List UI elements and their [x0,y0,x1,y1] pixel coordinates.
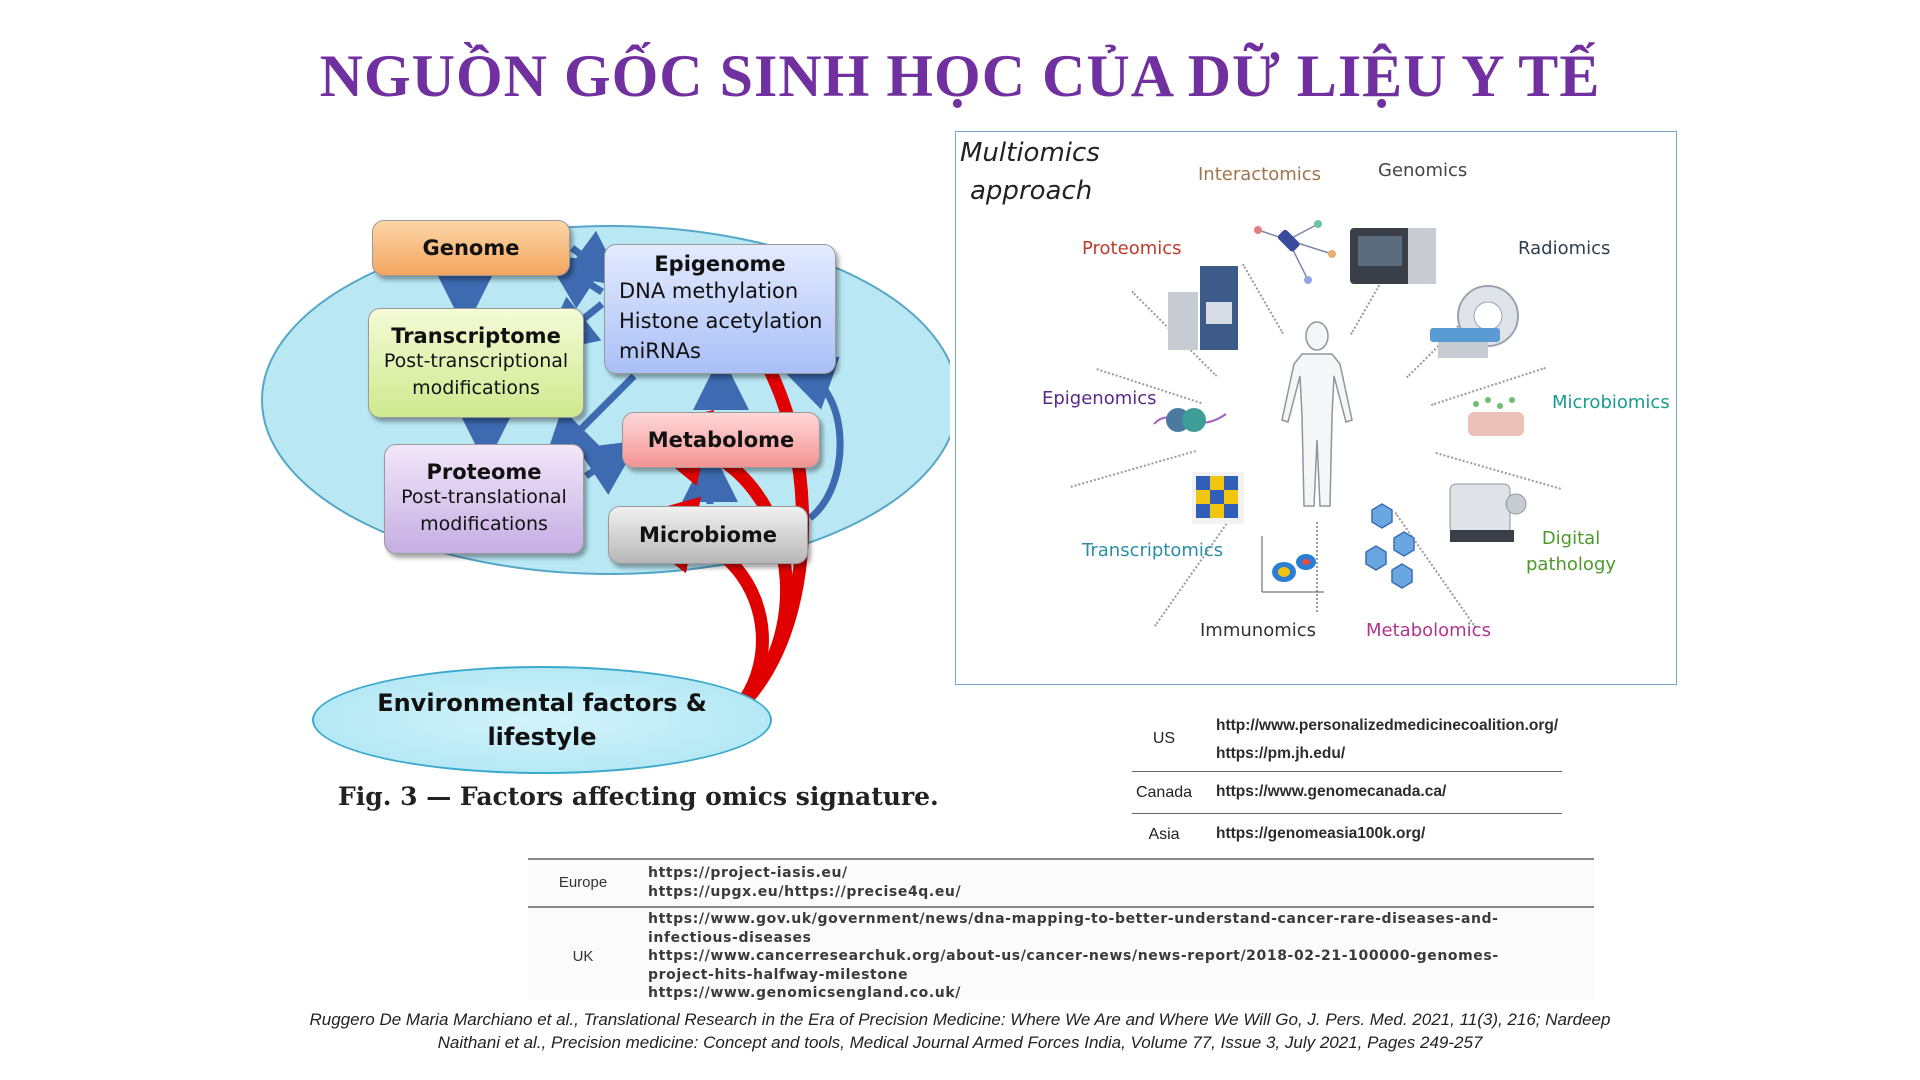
url-cell: https://project-iasis.eu/ https://upgx.e… [648,864,961,901]
label-transcriptomics: Transcriptomics [1082,540,1224,561]
table-row-divider [528,906,1594,908]
network-icon [1254,220,1336,284]
url-link[interactable]: https://pm.jh.edu/ [1216,745,1346,762]
table-top-rule [528,858,1594,860]
label-digital-pathology-line: pathology [1526,554,1617,575]
node-proteome: Proteome Post-translational modification… [384,444,584,554]
node-metabolome: Metabolome [622,412,820,468]
proteome-line: modifications [420,513,548,535]
resource-table-europe-uk: Europe https://project-iasis.eu/ https:/… [528,858,1594,1003]
table-row: Asia https://genomeasia100k.org/ [1132,814,1562,854]
heatmap-icon [1192,472,1244,524]
country-cell: US [1152,730,1176,747]
figure-caption: Fig. 3 — Factors affecting omics signatu… [338,782,939,811]
country-cell: Asia [1148,826,1180,843]
mass-spectrometer-icon [1168,266,1238,350]
url-link[interactable]: https://www.genomecanada.ca/ [1216,783,1447,800]
panel-heading-line: approach [970,176,1093,206]
citation-line: Ruggero De Maria Marchiano et al., Trans… [309,1010,1611,1029]
node-epigenome-title: Epigenome [654,252,786,276]
node-transcriptome: Transcriptome Post-transcriptional modif… [368,308,584,418]
epigenome-line: Histone acetylation [619,309,823,333]
url-link[interactable]: infectious-diseases [648,929,812,946]
country-cell: Europe [558,874,608,891]
flow-cytometry-icon [1261,536,1324,593]
epigenome-line: miRNAs [619,339,701,363]
url-link[interactable]: https://www.gov.uk/government/news/dna-m… [648,911,1499,927]
url-link[interactable]: https://upgx.eu/https://precise4q.eu/ [648,883,962,900]
citation: Ruggero De Maria Marchiano et al., Trans… [250,1008,1670,1054]
url-cell: http://www.personalizedmedicinecoalition… [1216,712,1558,768]
panel-heading-line: Multiomics [960,138,1100,168]
label-digital-pathology-line: Digital [1541,528,1601,549]
label-proteomics: Proteomics [1082,238,1182,259]
node-transcriptome-title: Transcriptome [391,324,561,348]
url-link[interactable]: https://www.cancerresearchuk.org/about-u… [648,948,1499,964]
url-cell: https://www.gov.uk/government/news/dna-m… [648,910,1499,1003]
epigenome-line: DNA methylation [619,279,799,303]
label-interactomics: Interactomics [1198,164,1322,185]
node-genome-title: Genome [422,236,520,260]
country-cell: Canada [1135,784,1193,801]
url-cell: https://genomeasia100k.org/ [1216,820,1425,848]
divider-ray [1070,450,1196,488]
url-link[interactable]: https://project-iasis.eu/ [648,865,848,881]
arrow-proteome-metabolome [577,440,640,495]
url-link[interactable]: https://www.genomicsengland.co.uk/ [648,985,961,1001]
url-cell: https://www.genomecanada.ca/ [1216,778,1446,806]
node-microbiome-title: Microbiome [638,523,778,547]
table-row: Canada https://www.genomecanada.ca/ [1132,772,1562,814]
arrow-microbiome-epigenome [777,356,844,521]
microbiome-tissue-icon [1468,397,1524,436]
proteome-line: Post-translational [401,486,567,508]
dna-histone-icon [1153,408,1227,432]
label-microbiomics: Microbiomics [1552,392,1670,413]
node-environment: Environmental factors & lifestyle [312,666,772,774]
omics-factors-diagram: Genome Epigenome DNA methylation Histone… [250,200,950,774]
label-digital-pathology: Digital pathology [1526,526,1616,578]
slide-title: NGUỒN GỐC SINH HỌC CỦA DỮ LIỆU Y TẾ [319,43,1601,109]
human-figure-icon [1281,321,1353,507]
label-radiomics: Radiomics [1518,238,1611,259]
citation-line: Naithani et al., Precision medicine: Con… [437,1033,1483,1052]
url-link[interactable]: https://genomeasia100k.org/ [1216,825,1426,842]
country-cell: UK [572,948,594,965]
transcriptome-line: Post-transcriptional [383,350,569,372]
node-metabolome-title: Metabolome [647,428,795,452]
url-link[interactable]: project-hits-halfway-milestone [648,966,909,983]
label-epigenomics: Epigenomics [1042,388,1157,409]
label-genomics: Genomics [1378,160,1468,181]
url-link[interactable]: http://www.personalizedmedicinecoalition… [1216,717,1559,734]
node-epigenome: Epigenome DNA methylation Histone acetyl… [604,244,836,374]
arrow-epigenome-genome [544,254,607,309]
multiomics-panel: Multiomics approach [955,131,1677,685]
divider-ray [1154,510,1236,627]
molecule-icon [1365,503,1415,589]
node-proteome-title: Proteome [426,460,542,484]
label-immunomics: Immunomics [1200,620,1317,641]
table-row: US http://www.personalizedmedicinecoalit… [1132,708,1562,772]
transcriptome-line: modifications [412,377,540,399]
sequencer-icon [1350,228,1436,284]
ct-scanner-icon [1430,285,1519,358]
arrow-epigenome-proteome [542,373,637,468]
environment-line: Environmental factors & [377,689,707,717]
node-microbiome: Microbiome [608,506,808,564]
node-genome: Genome [372,220,570,276]
microtome-icon [1449,483,1527,542]
panel-heading: Multiomics approach [960,134,1100,210]
environment-line: lifestyle [487,723,597,751]
label-metabolomics: Metabolomics [1366,620,1491,641]
